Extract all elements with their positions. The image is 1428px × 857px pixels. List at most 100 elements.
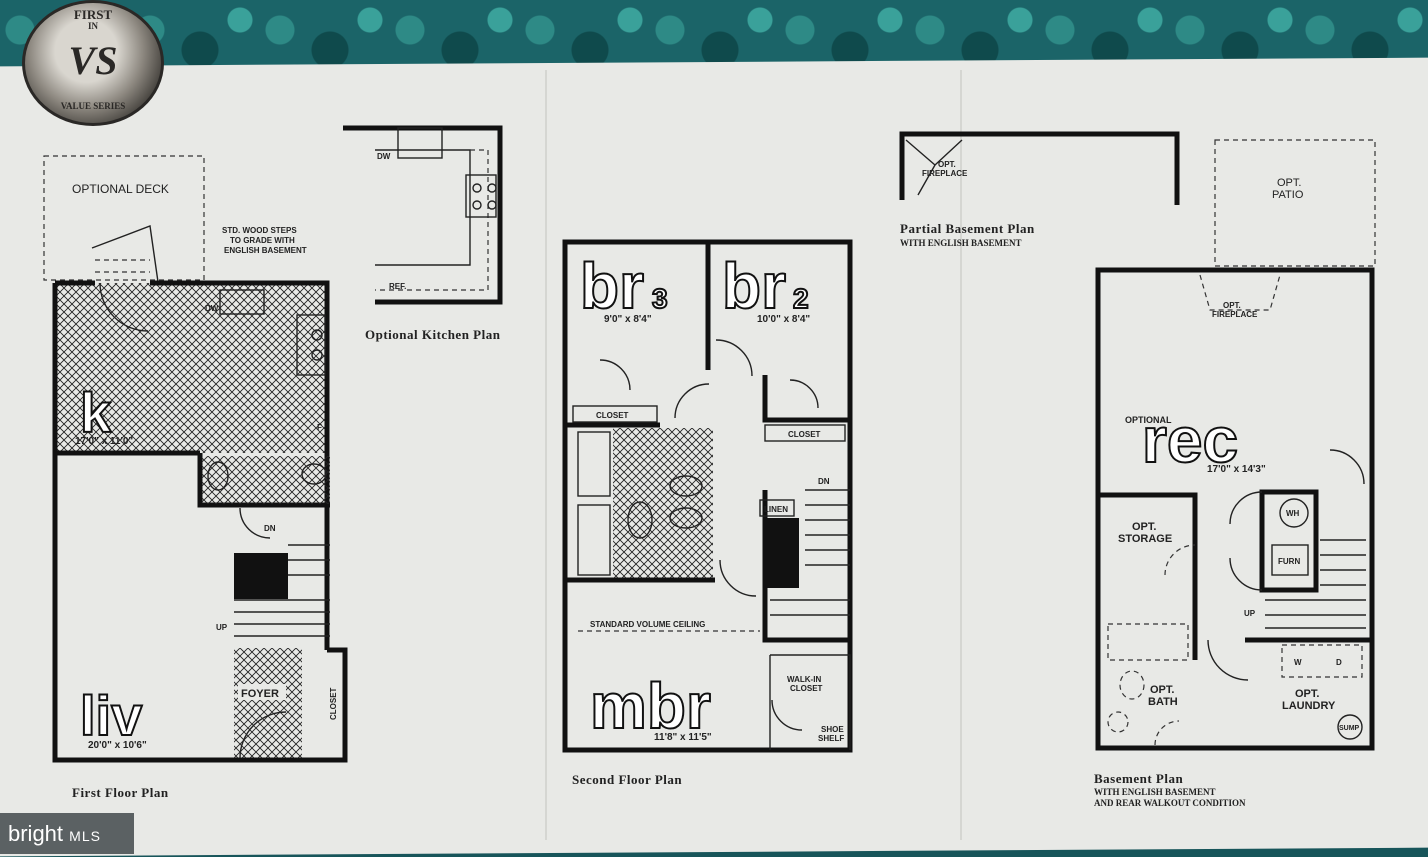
watermark-suffix: MLS bbox=[69, 828, 101, 844]
first-floor-up-label: UP bbox=[216, 623, 228, 632]
br3-dims: 9'0" x 8'4" bbox=[604, 314, 652, 325]
optional-kitchen-plan: DW REF. Optional Kitchen Plan bbox=[343, 125, 503, 342]
steps-note-1: STD. WOOD STEPS bbox=[222, 226, 297, 235]
stair-core bbox=[765, 518, 799, 588]
br3-room-label: br bbox=[580, 250, 644, 322]
basement-subcaption-1: WITH ENGLISH BASEMENT bbox=[1094, 787, 1216, 797]
optional-label: OPTIONAL bbox=[1125, 415, 1172, 425]
door-swing bbox=[674, 383, 710, 419]
partial-basement-plan: OPT. FIREPLACE Partial Basement Plan WIT… bbox=[899, 131, 1180, 248]
seal-bottom-text: VALUE SERIES bbox=[60, 101, 126, 111]
optional-kitchen-dw-label: DW bbox=[377, 152, 391, 161]
second-floor-caption: Second Floor Plan bbox=[572, 772, 682, 787]
first-floor-stairs bbox=[234, 544, 330, 637]
furn-label: FURN bbox=[1278, 557, 1300, 566]
basement-fireplace-label-1: OPT. bbox=[1223, 301, 1241, 310]
kitchen-dims: 17'0" x 11'0" bbox=[75, 436, 133, 447]
second-floor-plan: br 3 9'0" x 8'4" br 2 10'0" x 8'4" CLOSE… bbox=[562, 239, 853, 787]
deck-steps bbox=[91, 225, 159, 283]
optional-kitchen-counter bbox=[375, 149, 471, 266]
br3-closet-label: CLOSET bbox=[596, 411, 629, 420]
optional-deck-label: OPTIONAL DECK bbox=[72, 182, 169, 196]
paper-fold bbox=[545, 70, 547, 840]
walk-in-label-2: CLOSET bbox=[790, 684, 823, 693]
door-swing bbox=[239, 507, 271, 539]
burner-icon bbox=[472, 183, 482, 193]
br2-closet-label: CLOSET bbox=[788, 430, 821, 439]
door-swing bbox=[99, 282, 149, 332]
water-heater-icon bbox=[1279, 498, 1309, 528]
basement-caption: Basement Plan bbox=[1094, 771, 1183, 786]
deck-step-lines bbox=[95, 259, 150, 273]
entry-door-swing bbox=[239, 711, 287, 759]
seal-monogram: VS bbox=[68, 38, 118, 83]
walk-in-closet-walls bbox=[769, 654, 851, 750]
bath-label-1: OPT. bbox=[1150, 684, 1174, 696]
door-swing bbox=[719, 559, 757, 597]
br3-closet bbox=[572, 405, 658, 423]
stair-core bbox=[234, 553, 288, 599]
patio-label-1: OPT. bbox=[1277, 177, 1301, 189]
optional-kitchen-walls bbox=[343, 125, 503, 305]
storage-label-1: OPT. bbox=[1132, 521, 1156, 533]
bath-hatch bbox=[613, 428, 713, 578]
burner-icon bbox=[472, 200, 482, 210]
opt-fireplace-shape bbox=[905, 139, 963, 196]
kitchen-range bbox=[296, 314, 326, 376]
burner-icon bbox=[487, 183, 497, 193]
partial-basement-subcaption: WITH ENGLISH BASEMENT bbox=[900, 238, 1022, 248]
second-floor-inner-walls bbox=[565, 242, 850, 643]
kitchen-sink bbox=[219, 289, 265, 315]
paper-fold bbox=[960, 70, 962, 840]
sump-label: SUMP bbox=[1339, 725, 1360, 732]
wh-label: WH bbox=[1286, 509, 1300, 518]
rec-room-label: rec bbox=[1142, 404, 1238, 476]
optional-kitchen-ref-label: REF. bbox=[389, 282, 406, 291]
sink-icon bbox=[301, 463, 327, 485]
first-floor-walls bbox=[52, 280, 348, 763]
shoe-shelf-label-1: SHOE bbox=[821, 725, 844, 734]
first-floor-plan: OPTIONAL DECK STD. WOOD STEPS TO GRADE W… bbox=[43, 155, 348, 800]
optional-deck-outline bbox=[43, 155, 205, 281]
living-room-label: liv bbox=[80, 684, 142, 747]
door-swing bbox=[599, 359, 631, 391]
washer-label: W bbox=[1294, 658, 1302, 667]
value-series-seal: FIRST IN VS VALUE SERIES bbox=[22, 0, 164, 126]
door-swing bbox=[771, 699, 803, 731]
basement-stairs bbox=[1265, 539, 1366, 629]
foyer-hatch bbox=[234, 648, 302, 758]
bath-door-swing bbox=[1154, 720, 1180, 746]
bath-sink-outline bbox=[1107, 711, 1129, 733]
patio-label-2: PATIO bbox=[1272, 189, 1304, 201]
first-floor-dn-label: DN bbox=[264, 524, 276, 533]
door-swing bbox=[789, 379, 819, 409]
partial-basement-walls bbox=[899, 131, 1180, 205]
br2-room-label: br bbox=[722, 250, 786, 322]
rec-room-dims: 17'0" x 14'3" bbox=[1207, 464, 1266, 475]
mech-door-swings bbox=[1229, 491, 1263, 591]
basement-fireplace-label-2: FIREPLACE bbox=[1212, 310, 1258, 319]
bathtub-icon bbox=[577, 431, 611, 497]
mbr-room-label: mbr bbox=[590, 670, 711, 742]
steps-note-2: TO GRADE WITH bbox=[230, 236, 295, 245]
bath-label-2: BATH bbox=[1148, 696, 1178, 708]
first-floor-closet-label: CLOSET bbox=[329, 687, 338, 720]
laundry-door-swing bbox=[1207, 639, 1249, 681]
sump-icon bbox=[1337, 714, 1363, 740]
storage-label-2: STORAGE bbox=[1118, 533, 1172, 545]
bath-sink-icon bbox=[669, 507, 703, 529]
bright-mls-watermark: bright MLS bbox=[0, 813, 134, 854]
kitchen-ref-label: F bbox=[317, 423, 322, 432]
partial-fireplace-label-1: OPT. bbox=[938, 160, 956, 169]
br3-room-number: 3 bbox=[652, 283, 668, 314]
watermark-brand: bright bbox=[8, 821, 64, 846]
optional-kitchen-range bbox=[465, 174, 497, 218]
partial-fireplace-label-2: FIREPLACE bbox=[922, 169, 968, 178]
basement-outer-walls bbox=[1095, 267, 1375, 751]
bath-sink-icon bbox=[669, 475, 703, 497]
kitchen-room-label: k bbox=[80, 381, 112, 444]
kitchen-floor-hatch bbox=[55, 283, 327, 453]
living-room-dims: 20'0" x 10'6" bbox=[88, 740, 147, 751]
dryer-label: D bbox=[1336, 658, 1342, 667]
